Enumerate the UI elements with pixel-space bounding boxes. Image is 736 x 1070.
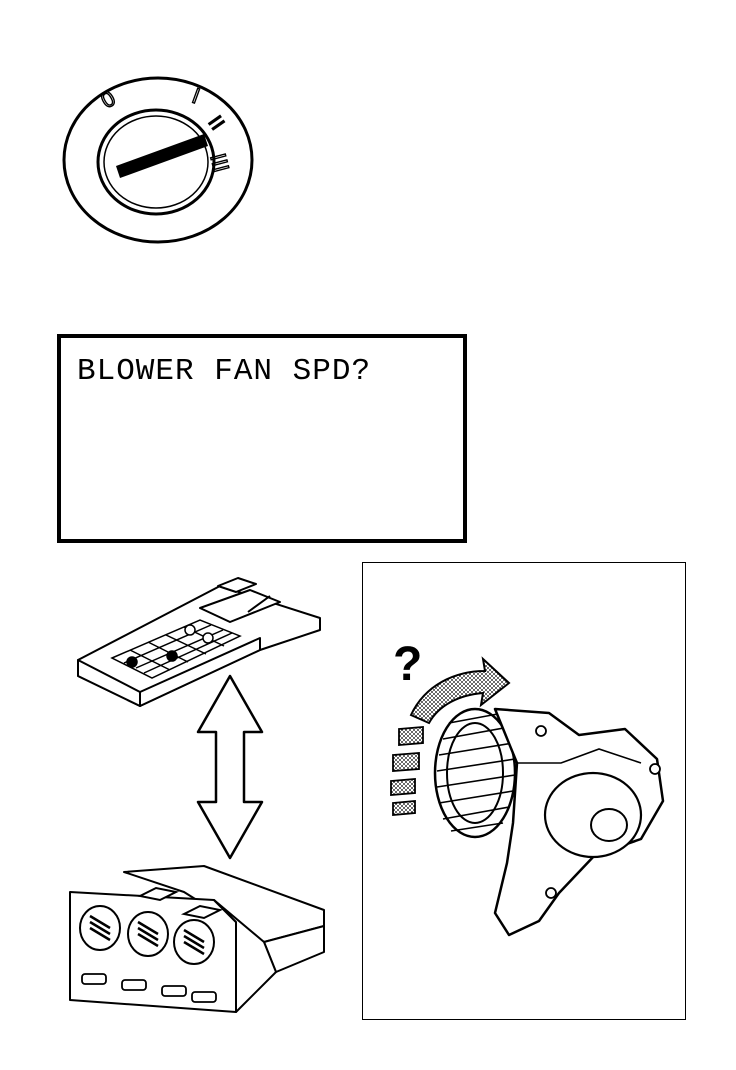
blower-fan-frame: ? [362, 562, 686, 1020]
tester-display: BLOWER FAN SPD? [57, 334, 467, 543]
blower-fan-icon [390, 656, 665, 937]
ignition-switch-icon: 0 I II III [62, 76, 254, 244]
rotation-arrow-icon [409, 656, 511, 725]
display-text: BLOWER FAN SPD? [77, 354, 372, 389]
climate-control-panel-icon [69, 865, 325, 1013]
two-way-arrow-icon [196, 674, 264, 860]
diagnostic-tester-icon [77, 577, 321, 707]
question-mark: ? [393, 638, 423, 691]
